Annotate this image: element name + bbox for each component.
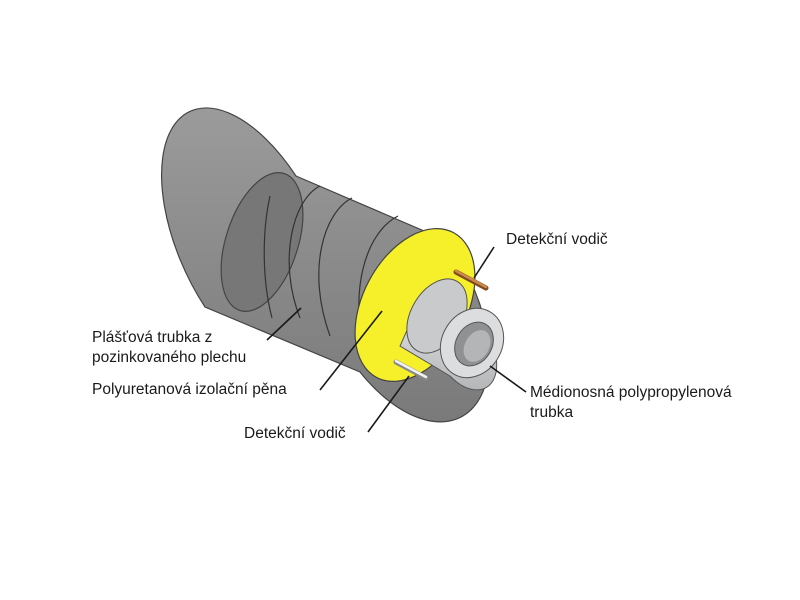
label-detector-wire-bottom: Detekční vodič <box>244 425 346 442</box>
detector-wire-bottom <box>393 359 429 381</box>
leader-foam <box>319 310 383 391</box>
shell-seam <box>263 195 273 319</box>
label-shell-pipe: Plášťová trubka z pozinkovaného plechu <box>92 328 246 368</box>
leader-detector-bottom <box>367 375 410 433</box>
label-carrier-line2: trubka <box>530 404 574 421</box>
label-shell-line2: pozinkovaného plechu <box>92 349 247 366</box>
label-pu-foam: Polyuretanová izolační pěna <box>92 381 287 398</box>
shell-seam <box>288 185 321 319</box>
leader-detector-top <box>473 246 495 279</box>
label-detector-wire-top: Detekční vodič <box>506 231 608 248</box>
leader-shell <box>266 307 302 341</box>
shell-seam <box>318 197 353 337</box>
leader-carrier <box>489 365 527 393</box>
carrier-pipe <box>399 278 505 391</box>
detector-wire-top <box>453 269 489 291</box>
label-carrier-line1: Médionosná polypropylenová <box>530 384 732 401</box>
label-carrier-pipe: Médionosná polypropylenová trubka <box>530 383 732 423</box>
leader-lines <box>266 246 527 433</box>
label-shell-line1: Plášťová trubka z <box>92 329 213 346</box>
